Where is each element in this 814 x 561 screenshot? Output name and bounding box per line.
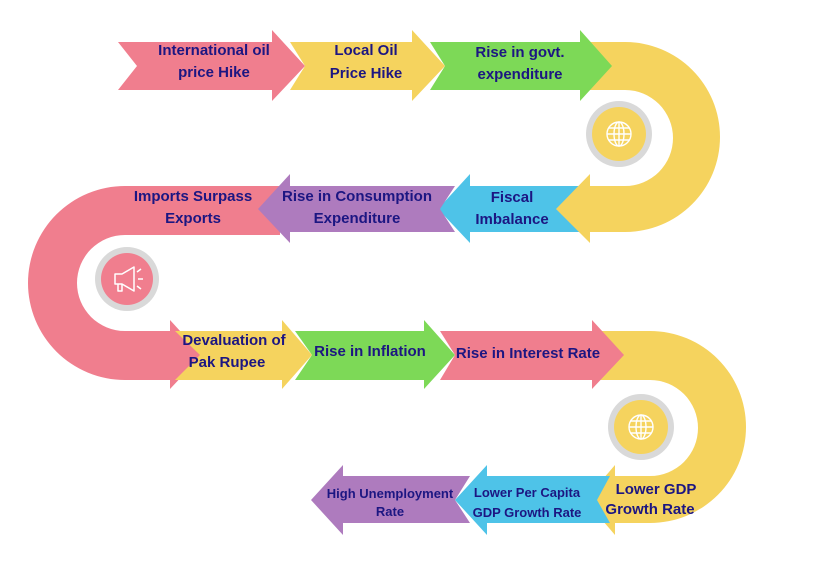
arrow-step-8 bbox=[295, 320, 455, 389]
arrow-step-7 bbox=[175, 320, 312, 389]
arrow-step-9 bbox=[440, 320, 624, 389]
arrow-step-6-head bbox=[160, 320, 202, 389]
step-7-line2: Pak Rupee bbox=[189, 354, 266, 371]
arrow-step-2 bbox=[290, 30, 445, 101]
step-4-line1: Fiscal bbox=[491, 189, 534, 206]
u-turn-left bbox=[28, 186, 280, 380]
step-12-line2: Rate bbox=[376, 504, 404, 519]
arrow-step-1 bbox=[118, 30, 305, 101]
arrow-step-4 bbox=[438, 174, 590, 243]
arrow-step-10-head bbox=[585, 465, 625, 535]
step-6-line2: Exports bbox=[165, 210, 221, 227]
step-8-line1: Rise in Inflation bbox=[314, 343, 426, 360]
step-11-line2: GDP Growth Rate bbox=[473, 505, 582, 520]
step-4-line2: Imbalance bbox=[475, 211, 548, 228]
step-1-line2: price Hike bbox=[178, 64, 250, 81]
arrow-step-5 bbox=[258, 174, 455, 243]
u-turn-right-bottom bbox=[560, 331, 746, 523]
step-1-line1: International oil bbox=[158, 42, 270, 59]
step-12-line1: High Unemployment bbox=[327, 486, 454, 501]
arrow-step-12 bbox=[311, 465, 470, 535]
step-3-line2: expenditure bbox=[477, 66, 562, 83]
step-7-line1: Devaluation of bbox=[182, 332, 286, 349]
step-2-line2: Price Hike bbox=[330, 65, 403, 82]
megaphone-icon bbox=[95, 247, 159, 311]
step-6-line1: Imports Surpass bbox=[134, 188, 252, 205]
step-5-line2: Expenditure bbox=[314, 210, 401, 227]
step-10-line1: Lower GDP bbox=[616, 481, 697, 498]
step-9-line1: Rise in Interest Rate bbox=[456, 345, 600, 362]
step-3-line1: Rise in govt. bbox=[475, 44, 564, 61]
globe-icon bbox=[608, 394, 674, 460]
arrow-step-11 bbox=[455, 465, 610, 535]
u-turn-right-top bbox=[560, 42, 720, 232]
step-10-line2: Growth Rate bbox=[605, 501, 694, 518]
arrow-step-3 bbox=[430, 30, 612, 101]
arrow-step-4-head bbox=[556, 174, 600, 243]
step-5-line1: Rise in Consumption bbox=[282, 188, 432, 205]
step-11-line1: Lower Per Capita bbox=[474, 485, 581, 500]
globe-icon bbox=[586, 101, 652, 167]
step-2-line1: Local Oil bbox=[334, 42, 397, 59]
